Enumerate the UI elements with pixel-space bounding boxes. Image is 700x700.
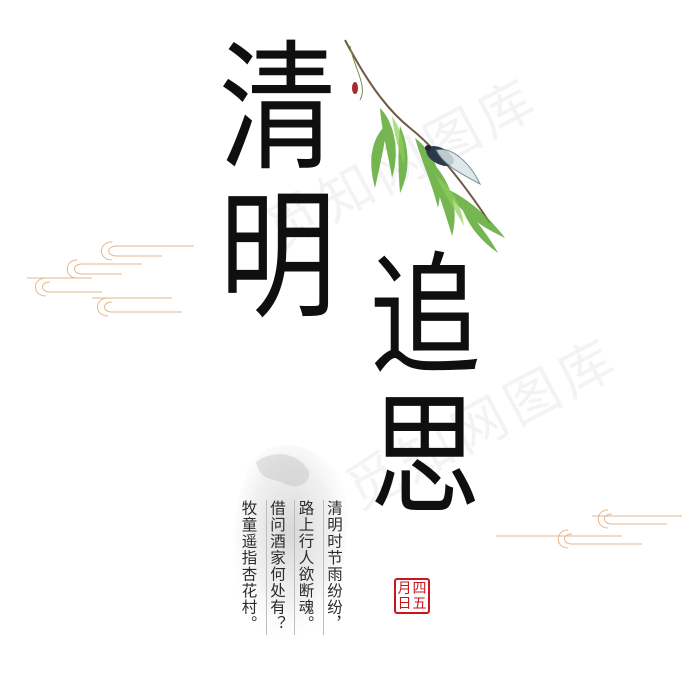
seal-char: 月 xyxy=(397,580,412,597)
cicada-icon xyxy=(425,145,482,186)
poem-line: 清明时节雨纷纷， xyxy=(322,500,343,635)
poem-line: 牧童遥指杏花村。 xyxy=(239,500,258,632)
auspicious-cloud-left-icon xyxy=(27,241,194,317)
red-seal-stamp: 月 四 日 五 xyxy=(394,578,430,614)
ink-wash-cloud-icon xyxy=(233,445,349,638)
willow-branch-icon xyxy=(344,39,505,253)
seal-char: 日 xyxy=(397,595,412,612)
seal-char: 四 xyxy=(412,580,427,597)
seal-char: 五 xyxy=(412,595,427,612)
title-left-column: 清明 xyxy=(198,34,336,330)
auspicious-cloud-right-icon xyxy=(496,509,682,549)
poem-line: 路上行人欲断魂。 xyxy=(294,500,315,635)
title-right-column: 追思 xyxy=(350,246,481,526)
poem-block: 清明时节雨纷纷， 路上行人欲断魂。 借问酒家何处有？ 牧童遥指杏花村。 xyxy=(238,500,343,635)
poem-line: 借问酒家何处有？ xyxy=(265,500,286,635)
